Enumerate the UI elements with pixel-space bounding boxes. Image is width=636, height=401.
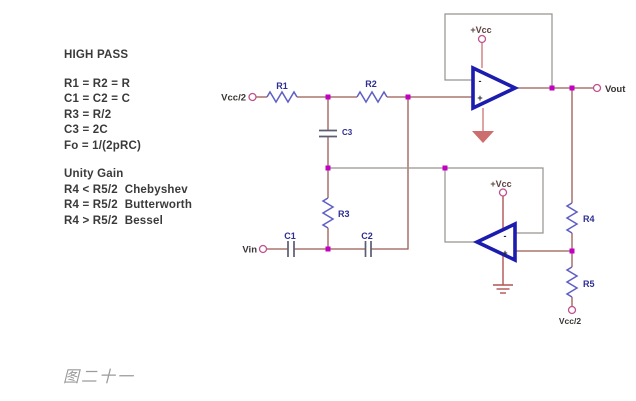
node (549, 85, 555, 91)
resistor-r1 (266, 90, 298, 104)
terminals (248, 34, 602, 315)
label-r3: R3 (338, 209, 350, 219)
ground-icon (472, 131, 494, 143)
ground-icon (493, 284, 513, 294)
figure-caption: 图二十一 (63, 367, 136, 386)
node (569, 85, 575, 91)
label-vcc-opamp1: +Vcc (470, 25, 491, 35)
opamp2-minus-pin: - (504, 231, 507, 241)
junction-nodes (325, 85, 575, 254)
label-vcc-half-bottom: Vcc/2 (559, 316, 581, 326)
resistor-r5 (565, 266, 579, 298)
capacitor-c2 (364, 241, 372, 257)
terminal-vcc-opamp1 (477, 34, 487, 44)
gain-rule-line: R4 = R5/2 Butterworth (64, 199, 193, 211)
capacitor-c3 (319, 129, 337, 138)
node (325, 246, 331, 252)
panel-title: HIGH PASS (64, 49, 129, 61)
wire-opamp2-feedback (328, 167, 544, 234)
opamp2-triangle (472, 221, 517, 263)
label-r2: R2 (365, 79, 377, 89)
equation-line: C3 = 2C (64, 124, 108, 136)
feedback-wires (328, 13, 553, 243)
equation-line: C1 = C2 = C (64, 93, 131, 105)
node (442, 165, 448, 171)
label-r4: R4 (583, 214, 595, 224)
resistor-r4 (565, 202, 579, 234)
opamps: - + - + (471, 65, 520, 263)
label-vcc-half-in: Vcc/2 (221, 93, 246, 104)
terminal-vcc-half-bottom (567, 305, 577, 315)
node (405, 94, 411, 100)
equation-line: R3 = R/2 (64, 108, 112, 121)
terminal-vout (592, 83, 602, 93)
label-vcc-opamp2: +Vcc (490, 179, 511, 189)
power-ground (472, 42, 513, 294)
opamp1-minus-pin: - (479, 76, 482, 86)
terminal-vin (258, 244, 268, 254)
resistor-r2 (356, 90, 388, 104)
wire-opamp1-feedback (444, 13, 553, 88)
opamp2-plus-pin: + (502, 248, 507, 258)
label-vout: Vout (605, 84, 626, 95)
node (325, 94, 331, 100)
resistor-r3 (321, 197, 335, 229)
gain-rule-line: R4 < R5/2 Chebyshev (64, 183, 188, 196)
label-c2: C2 (361, 231, 373, 241)
terminal-labels: Vcc/2 Vin Vout +Vcc +Vcc Vcc/2 (221, 25, 626, 326)
equation-line: R1 = R2 = R (64, 77, 131, 90)
gain-rule-line: R4 > R5/2 Bessel (64, 214, 163, 227)
signal-wires (256, 87, 594, 307)
wire-opamp2-output (444, 168, 477, 243)
resistors (266, 90, 579, 298)
capacitor-c1 (287, 241, 295, 257)
label-r5: R5 (583, 279, 595, 289)
terminal-vcc-opamp2 (498, 188, 508, 197)
label-r1: R1 (276, 81, 288, 91)
component-labels: R1 R2 R3 R4 R5 C1 C2 C3 (276, 79, 594, 289)
equation-line: Fo = 1/(2pRC) (64, 139, 142, 152)
info-panel: HIGH PASS R1 = R2 = R C1 = C2 = C R3 = R… (64, 48, 192, 229)
opamp1-plus-pin: + (477, 93, 482, 103)
node (569, 248, 575, 254)
label-c1: C1 (284, 231, 296, 241)
capacitors (287, 129, 372, 257)
node (325, 165, 331, 171)
gain-title: Unity Gain (64, 168, 124, 180)
label-c3: C3 (342, 128, 353, 137)
label-vin: Vin (242, 245, 257, 256)
wire-c2-up-to-mainline (371, 97, 409, 250)
terminal-vcc-half-in (248, 92, 257, 102)
opamp1-triangle (471, 65, 520, 111)
